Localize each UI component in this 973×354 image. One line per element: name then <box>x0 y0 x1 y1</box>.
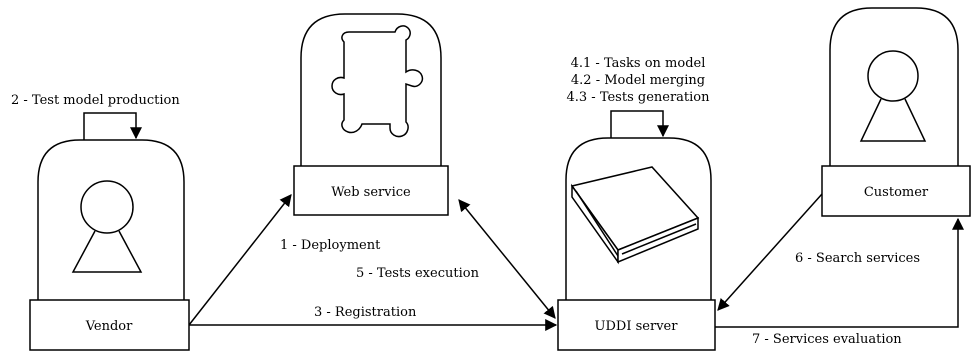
puzzle-piece-icon <box>331 25 424 138</box>
book-icon <box>570 166 700 265</box>
vendor-label: Vendor <box>85 319 133 334</box>
web-service-box <box>293 165 449 216</box>
test-model-production-loop <box>83 112 142 140</box>
tasks-on-model-label: 4.1 - Tasks on model <box>571 56 706 71</box>
web-service-node: Web service <box>293 13 449 216</box>
services-evaluation-label: 7 - Services evaluation <box>752 332 902 347</box>
uddi-tasks-loop <box>610 110 669 138</box>
registration-label: 3 - Registration <box>314 305 417 320</box>
vendor-node: Vendor <box>29 139 190 351</box>
uddi-server-node: UDDI server <box>557 137 716 351</box>
services-evaluation-arrow <box>715 217 964 328</box>
vendor-container <box>37 139 185 300</box>
tests-generation-label: 4.3 - Tests generation <box>566 90 710 105</box>
search-services-label: 6 - Search services <box>795 251 920 266</box>
tests-execution-label: 5 - Tests execution <box>356 266 480 281</box>
person-icon <box>71 180 143 273</box>
search-services-arrow <box>717 193 823 311</box>
customer-box <box>821 165 971 217</box>
uddi-server-box <box>557 299 716 351</box>
web-service-label: Web service <box>331 185 411 200</box>
customer-container <box>829 7 959 166</box>
test-model-production-label: 2 - Test model production <box>11 93 180 108</box>
uddi-server-container <box>565 137 712 300</box>
deployment-arrow <box>188 194 292 326</box>
uddi-server-label: UDDI server <box>595 319 679 334</box>
web-service-container <box>300 13 442 166</box>
tests-execution-arrow <box>458 199 556 319</box>
vendor-box <box>29 299 190 351</box>
customer-node: Customer <box>821 7 971 217</box>
customer-label: Customer <box>864 185 929 200</box>
person-icon <box>859 50 927 142</box>
deployment-label: 1 - Deployment <box>280 238 381 253</box>
model-merging-label: 4.2 - Model merging <box>571 73 705 88</box>
